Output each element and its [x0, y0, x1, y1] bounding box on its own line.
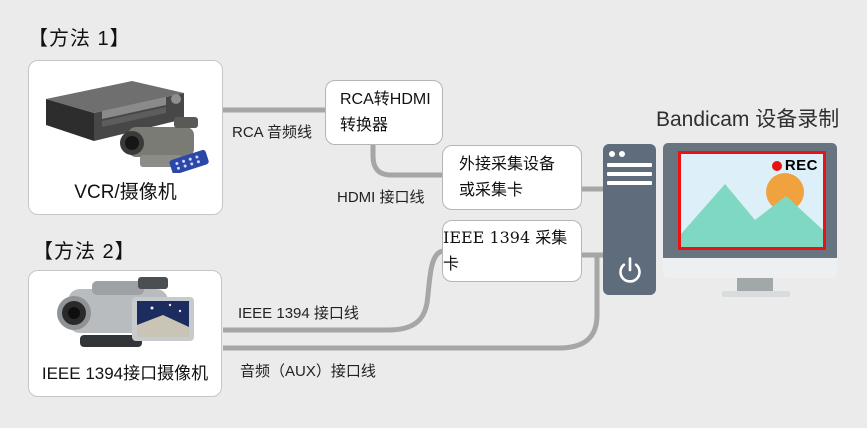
ieee1394-cable-label: IEEE 1394 接口线 — [238, 305, 359, 322]
capture-label-line2: 或采集卡 — [459, 182, 524, 199]
bandicam-title: Bandicam 设备录制 — [656, 108, 840, 131]
converter-label-line1: RCA转HDMI — [340, 91, 431, 108]
method1-heading: 【方法 1】 — [28, 28, 131, 50]
ieee1394-capture-card-box: IEEE 1394 采集卡 — [442, 220, 582, 282]
vcr-camcorder-illustration — [29, 61, 222, 177]
power-icon — [619, 257, 641, 283]
vcr-source-label: VCR/摄像机 — [74, 182, 177, 203]
tower-vent-line — [607, 163, 652, 167]
dv-camcorder-source-box: IEEE 1394接口摄像机 — [28, 270, 222, 397]
capture-label-line1: 外接采集设备 — [459, 156, 556, 173]
monitor-stand-neck — [737, 277, 773, 292]
capture-card-label: IEEE 1394 采集卡 — [443, 228, 568, 273]
aux-cable-wire — [223, 255, 600, 351]
dv-camcorder-source-label: IEEE 1394接口摄像机 — [41, 364, 209, 383]
external-capture-box: 外接采集设备 或采集卡 — [442, 145, 582, 210]
rec-indicator: REC — [771, 157, 818, 174]
rec-label: REC — [784, 157, 818, 174]
tower-led-icon — [619, 151, 625, 157]
recording-region: REC — [678, 151, 826, 250]
monitor-chin — [663, 258, 837, 278]
method2-heading: 【方法 2】 — [33, 241, 136, 263]
ieee1394-cable-wire — [223, 248, 444, 333]
vcr-source-box: VCR/摄像机 — [28, 60, 223, 215]
hdmi-cable-wire — [370, 145, 442, 178]
screen-scene — [681, 154, 823, 247]
tower-led-icon — [609, 151, 615, 157]
rca-cable-label: RCA 音频线 — [232, 124, 313, 141]
dv-camcorder-illustration — [29, 271, 221, 359]
monitor: REC — [663, 143, 837, 258]
rca-hdmi-converter-box: RCA转HDMI 转换器 — [325, 80, 443, 145]
aux-cable-label: 音频（AUX）接口线 — [240, 363, 376, 380]
rec-dot-icon — [771, 160, 782, 171]
tower-vent-line — [607, 172, 652, 176]
tower-vent-line — [607, 181, 652, 185]
converter-label-line2: 转换器 — [340, 117, 389, 134]
hdmi-cable-label: HDMI 接口线 — [337, 189, 425, 206]
monitor-stand-base — [722, 291, 790, 297]
pc-tower — [603, 144, 656, 295]
